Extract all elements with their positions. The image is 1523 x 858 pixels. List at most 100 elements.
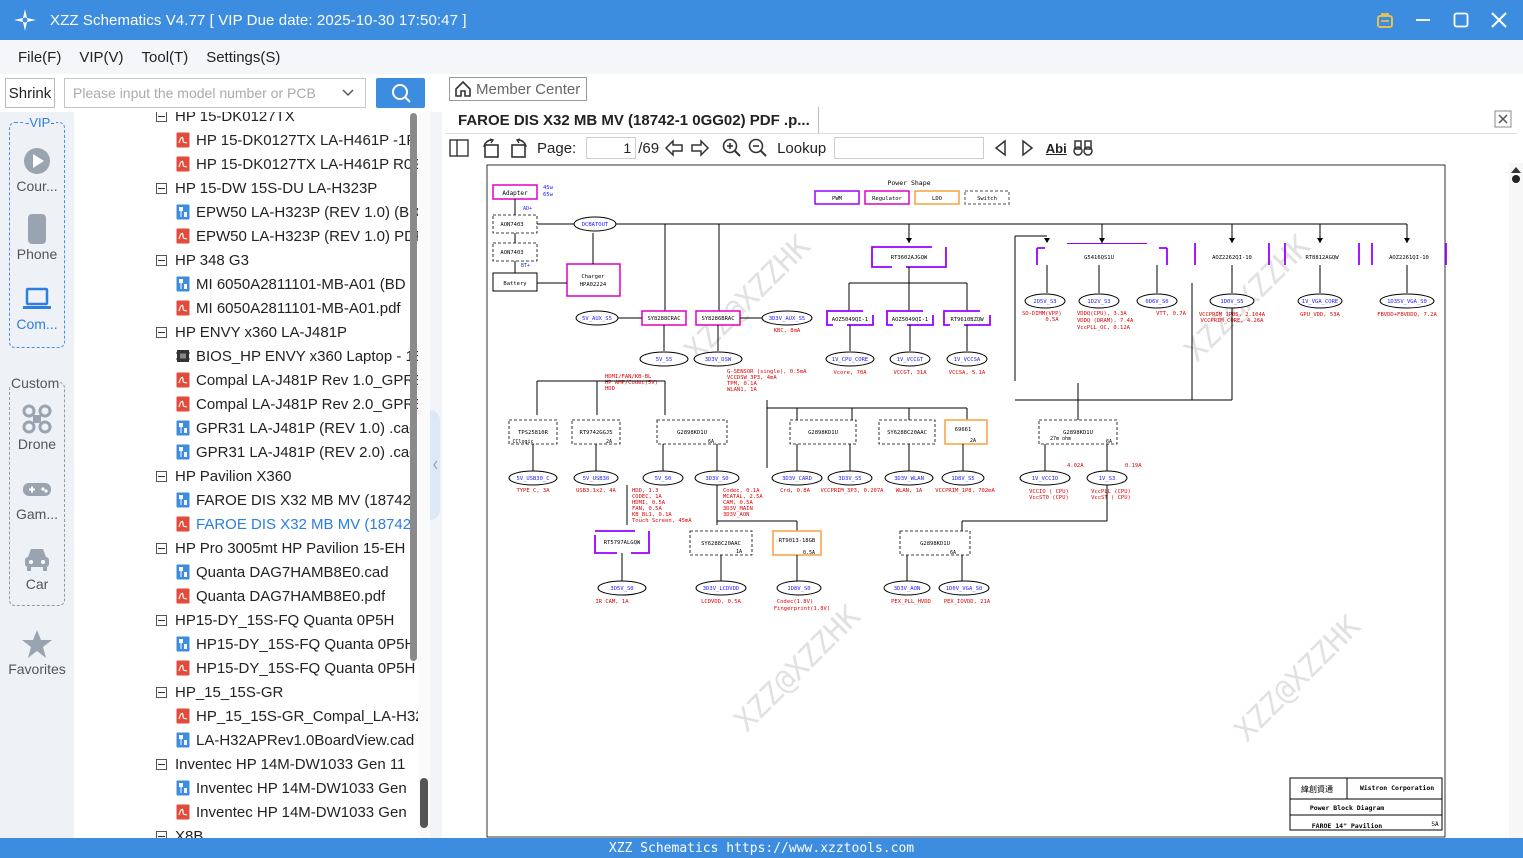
tree-file[interactable]: Compal LA-J481P Rev 2.0_GPR3 xyxy=(74,392,418,416)
tree-file[interactable]: GPR31 LA-J481P (REV 1.0) .cad xyxy=(74,416,418,440)
schematic-label: PEX_IOVDD, 21A xyxy=(944,599,991,605)
rail-item-games[interactable]: Gam... xyxy=(0,472,74,522)
search-button[interactable] xyxy=(376,78,425,108)
schematic-label: SA xyxy=(1431,821,1439,828)
schematic-label: KBC, 8mA xyxy=(774,328,801,334)
tree-file[interactable]: HP15-DY_15S-FQ Quanta 0P5H xyxy=(74,632,418,656)
menu-vip[interactable]: VIP(V) xyxy=(79,48,124,66)
close-icon[interactable] xyxy=(1487,8,1511,32)
lookup-input[interactable] xyxy=(834,137,985,159)
category-rail: -VIP- Cour... Phone Com... Custom Drone … xyxy=(0,112,74,838)
tree-file[interactable]: EPW50 LA-H323P (REV 1.0) PDF xyxy=(74,224,418,248)
rail-item-drone[interactable]: Drone xyxy=(0,402,74,452)
schematic-label: 3D3V_CARD xyxy=(782,476,812,482)
schematic-label: VccPLL_OC, 0.12A xyxy=(1077,325,1131,331)
menu-file[interactable]: File(F) xyxy=(18,48,62,66)
tree-folder[interactable]: HP15-DY_15S-FQ Quanta 0P5H xyxy=(74,608,418,632)
tree-scrollbar-track[interactable] xyxy=(418,112,430,838)
find-next-icon[interactable] xyxy=(1014,139,1040,157)
tree-file[interactable]: HP 15-DK0127TX LA-H461P -1P xyxy=(74,128,418,152)
tree-folder[interactable]: HP ENVY x360 LA-J481P xyxy=(74,320,418,344)
menu-tool[interactable]: Tool(T) xyxy=(141,48,189,66)
tree-scrollbar-thumb[interactable] xyxy=(420,778,428,828)
tree-folder[interactable]: Inventec HP 14M-DW1033 Gen 11 xyxy=(74,752,418,776)
chevron-down-icon[interactable] xyxy=(341,84,355,105)
rail-item-computer[interactable]: Com... xyxy=(0,282,74,332)
collapse-toggle-icon[interactable] xyxy=(156,254,167,266)
rotate-left-icon[interactable] xyxy=(477,138,505,158)
tree-file[interactable]: EPW50 LA-H323P (REV 1.0) (BD xyxy=(74,200,418,224)
tree-file[interactable]: HP 15-DK0127TX LA-H461P R02 xyxy=(74,152,418,176)
menu-settings[interactable]: Settings(S) xyxy=(206,48,281,66)
zoom-in-icon[interactable] xyxy=(719,138,745,158)
tree-file[interactable]: LA-H32APRev1.0BoardView.cad xyxy=(74,728,418,752)
collapse-toggle-icon[interactable] xyxy=(156,830,167,838)
shrink-button[interactable]: Shrink xyxy=(5,78,55,108)
tree-folder[interactable]: HP Pro 3005mt HP Pavilion 15-EH xyxy=(74,536,418,560)
collapse-toggle-icon[interactable] xyxy=(156,758,167,770)
search-placeholder: Please input the model number or PCB xyxy=(73,85,316,101)
tree-file[interactable]: HP15-DY_15S-FQ Quanta 0P5H xyxy=(74,656,418,680)
tree-item-label: GPR31 LA-J481P (REV 1.0) .cad xyxy=(196,419,418,437)
arrow-head xyxy=(1099,238,1105,243)
rail-item-car[interactable]: Car xyxy=(0,542,74,592)
rail-item-phone[interactable]: Phone xyxy=(0,212,74,262)
tree-folder[interactable]: HP 15-DW 15S-DU LA-H323P xyxy=(74,176,418,200)
collapse-toggle-icon[interactable] xyxy=(156,326,167,338)
schematic-label: HP AMP/Codec(5V) xyxy=(605,380,658,386)
maximize-icon[interactable] xyxy=(1449,8,1473,32)
collapse-toggle-icon[interactable] xyxy=(156,112,167,122)
tree-file[interactable]: HP_15_15S-GR_Compal_LA-H32 xyxy=(74,704,418,728)
collapse-toggle-icon[interactable] xyxy=(156,686,167,698)
schematic-label: 1D8V_S0 xyxy=(787,586,810,592)
vip-bag-icon[interactable] xyxy=(1373,8,1397,32)
panel-splitter[interactable] xyxy=(430,112,442,838)
binoculars-icon[interactable] xyxy=(1070,139,1096,157)
tree-file[interactable]: Quanta DAG7HAMB8E0.cad xyxy=(74,560,418,584)
tree-file[interactable]: GPR31 LA-J481P (REV 2.0) .cad xyxy=(74,440,418,464)
collapse-toggle-icon[interactable] xyxy=(156,614,167,626)
tree-folder[interactable]: HP 15-DK0127TX xyxy=(74,112,418,128)
rail-item-courses[interactable]: Cour... xyxy=(0,144,74,194)
tree-item-label: HP Pavilion X360 xyxy=(175,467,292,485)
member-center-button[interactable]: Member Center xyxy=(449,77,587,101)
scroll-up-icon[interactable] xyxy=(1509,163,1523,187)
search-input[interactable]: Please input the model number or PCB xyxy=(64,78,366,108)
tree-horizontal-scroll-thumb[interactable] xyxy=(410,113,417,661)
match-case-button[interactable]: Abi xyxy=(1045,140,1067,156)
rotate-right-icon[interactable] xyxy=(505,138,533,158)
tree-file[interactable]: Compal LA-J481P Rev 1.0_GPR3 xyxy=(74,368,418,392)
tree-folder[interactable]: X8B xyxy=(74,824,418,838)
rail-item-favorites[interactable]: Favorites xyxy=(0,627,74,677)
collapse-toggle-icon[interactable] xyxy=(156,182,167,194)
tree-file[interactable]: BIOS_HP ENVY x360 Laptop - 13 xyxy=(74,344,418,368)
viewer-scrollbar[interactable] xyxy=(1509,163,1523,838)
collapse-tab[interactable] xyxy=(430,410,440,520)
tree-file[interactable]: MI 6050A2811101-MB-A01.pdf xyxy=(74,296,418,320)
tree-file[interactable]: Inventec HP 14M-DW1033 Gen xyxy=(74,800,418,824)
collapse-toggle-icon[interactable] xyxy=(156,542,167,554)
tree-folder[interactable]: HP Pavilion X360 xyxy=(74,464,418,488)
document-tab[interactable]: FAROE DIS X32 MB MV (18742-1 0GG02) PDF … xyxy=(450,107,819,133)
viewer-toolbar: Page: 1 /69 Lookup Abi xyxy=(447,134,1517,162)
find-prev-icon[interactable] xyxy=(988,139,1014,157)
tree-file[interactable]: FAROE DIS X32 MB MV (18742- xyxy=(74,488,418,512)
zoom-out-icon[interactable] xyxy=(745,138,771,158)
close-tab-icon[interactable] xyxy=(1494,110,1512,128)
sidebar-toggle-icon[interactable] xyxy=(447,139,471,157)
tree-item-label: HP 15-DK0127TX xyxy=(175,112,295,125)
collapse-toggle-icon[interactable] xyxy=(156,470,167,482)
power-rail-node xyxy=(642,470,684,486)
tree-file[interactable]: FAROE DIS X32 MB MV (18742- xyxy=(74,512,418,536)
next-page-arrow-icon[interactable] xyxy=(687,139,713,157)
prev-page-arrow-icon[interactable] xyxy=(661,139,687,157)
minimize-icon[interactable] xyxy=(1411,8,1435,32)
tree-file[interactable]: MI 6050A2811101-MB-A01 (BD xyxy=(74,272,418,296)
page-number-input[interactable]: 1 xyxy=(586,137,637,159)
tree-folder[interactable]: HP 348 G3 xyxy=(74,248,418,272)
tree-file[interactable]: Quanta DAG7HAMB8E0.pdf xyxy=(74,584,418,608)
tree-folder[interactable]: HP_15_15S-GR xyxy=(74,680,418,704)
tree-file[interactable]: Inventec HP 14M-DW1033 Gen xyxy=(74,776,418,800)
company-logo-text: 緯創資通 xyxy=(1301,784,1333,794)
